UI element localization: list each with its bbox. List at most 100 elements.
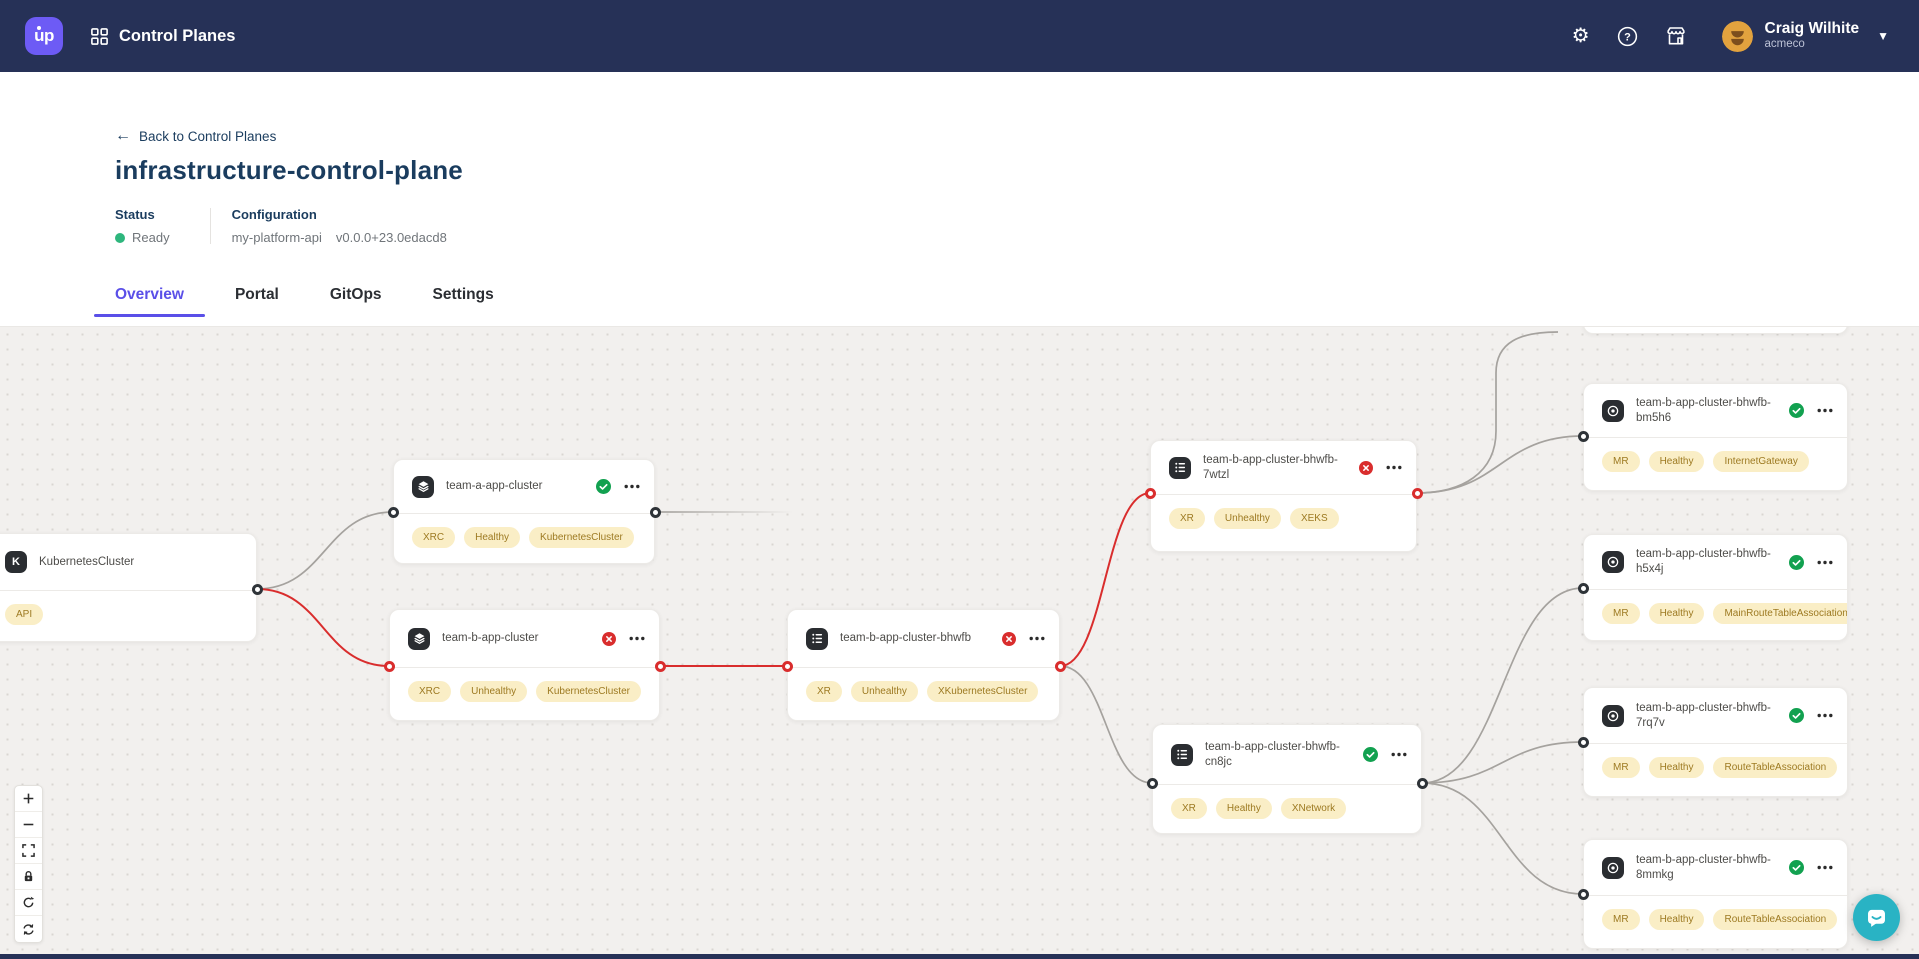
edge-team-b-app-cluster-bhwfb-7wtzl-to-team-b-app-cluster-bhwfb-bm5h6	[1416, 435, 1584, 494]
back-link[interactable]: ← Back to Control Planes	[115, 128, 276, 144]
node-title: team-b-app-cluster-bhwfb-bm5h6	[1636, 396, 1771, 424]
nav-right: ⚙ ? Craig Wilhite	[1571, 20, 1889, 52]
zoom-out-button[interactable]	[15, 812, 42, 838]
managed-icon	[1602, 551, 1624, 573]
node-menu-button[interactable]	[1391, 752, 1407, 757]
node-title: team-b-app-cluster-bhwfb-7rq7v	[1636, 701, 1771, 729]
tab-portal[interactable]: Portal	[234, 286, 279, 303]
node-title: team-a-app-cluster	[446, 480, 543, 493]
node-menu-button[interactable]	[1817, 713, 1833, 718]
tab-gitops[interactable]: GitOps	[329, 286, 382, 303]
svg-text:?: ?	[1624, 31, 1631, 43]
node-title: team-b-app-cluster-bhwfb-8mmkg	[1636, 853, 1771, 881]
node-badge: MR	[1602, 909, 1640, 930]
help-icon[interactable]: ?	[1617, 26, 1638, 47]
node-badge: XEKS	[1289, 508, 1339, 529]
node-menu-button[interactable]	[624, 484, 640, 489]
avatar	[1721, 20, 1753, 52]
page-title-nav: Control Planes	[119, 26, 236, 45]
node-menu-button[interactable]	[1817, 865, 1833, 870]
composite-icon	[1169, 456, 1191, 479]
right-connection-handle	[1416, 777, 1428, 789]
user-menu[interactable]: Craig Wilhite acmeco ▼	[1721, 20, 1889, 52]
edge-kubernetescluster-to-team-a-app-cluster	[256, 511, 394, 590]
settings-gear-icon[interactable]: ⚙	[1571, 25, 1590, 47]
user-org: acmeco	[1764, 38, 1805, 51]
right-connection-handle	[251, 583, 263, 595]
configuration-name: my-platform-api	[231, 230, 322, 245]
node-menu-button[interactable]	[1817, 408, 1833, 413]
chat-launcher-button[interactable]	[1853, 894, 1900, 941]
node-menu-button[interactable]	[1386, 465, 1402, 470]
node-title-row: team-b-app-cluster-bhwfb-bm5h6	[1584, 384, 1847, 437]
left-connection-handle	[1577, 736, 1589, 748]
node-badge: XR	[1171, 798, 1207, 819]
node-badge: MR	[1602, 451, 1640, 472]
node-badge: RouteTableAssociation	[1713, 909, 1838, 930]
meta-row: Status Ready Configuration my-platform-a…	[115, 208, 1919, 244]
healthy-status-icon	[1789, 708, 1804, 723]
node-badge: API	[5, 604, 44, 625]
sync-button[interactable]	[15, 916, 42, 942]
node-title-row: team-b-app-cluster-bhwfb-cn8jc	[1153, 725, 1421, 784]
configuration-block: Configuration my-platform-api v0.0.0+23.…	[232, 208, 447, 244]
left-connection-handle	[781, 660, 793, 672]
page-header: ← Back to Control Planes infrastructure-…	[0, 72, 1919, 244]
lock-button[interactable]	[15, 864, 42, 890]
node-menu-button[interactable]	[629, 636, 645, 641]
node-badge: XR	[806, 681, 842, 702]
node-title: team-b-app-cluster-bhwfb	[840, 632, 972, 645]
healthy-status-icon	[1789, 554, 1804, 570]
edge-team-b-app-cluster-bhwfb-cn8jc-to-team-b-app-cluster-bhwfb-7rq7v	[1421, 741, 1584, 784]
node-badge: MainRouteTableAssociation	[1713, 603, 1847, 624]
healthy-status-icon	[1363, 747, 1378, 762]
zoom-in-button[interactable]	[15, 786, 42, 812]
status-block: Status Ready	[115, 208, 170, 244]
left-connection-handle	[1577, 888, 1589, 900]
layers-icon	[408, 627, 430, 650]
back-arrow-icon: ←	[115, 127, 131, 144]
nav-title-group: Control Planes	[91, 27, 235, 46]
kubernetes-icon: K	[5, 551, 27, 573]
node-badge: Healthy	[1648, 909, 1705, 930]
node-badge: MR	[1602, 757, 1640, 778]
tab-settings[interactable]: Settings	[432, 286, 494, 303]
upbound-logo[interactable]: up	[25, 17, 63, 55]
fit-view-button[interactable]	[15, 838, 42, 864]
left-connection-handle	[383, 660, 395, 672]
node-menu-button[interactable]	[1029, 636, 1045, 641]
node-title: team-b-app-cluster-bhwfb-h5x4j	[1636, 548, 1771, 575]
resource-node-offscreen-node[interactable]	[1583, 327, 1848, 334]
rotate-button[interactable]	[15, 890, 42, 916]
edge-team-b-app-cluster-bhwfb-cn8jc-to-team-b-app-cluster-bhwfb-h5x4j	[1421, 587, 1584, 784]
status-value: Ready	[132, 230, 170, 245]
node-badge: Unhealthy	[1213, 508, 1281, 529]
node-badge: RouteTableAssociation	[1713, 757, 1838, 778]
unhealthy-status-icon	[1002, 631, 1016, 646]
node-menu-button[interactable]	[1817, 560, 1833, 565]
node-badge: Unhealthy	[460, 681, 528, 702]
tab-overview[interactable]: Overview	[94, 276, 205, 317]
layers-icon	[412, 475, 434, 498]
grid-icon[interactable]	[91, 27, 108, 45]
graph-controls	[14, 785, 43, 943]
node-badge: XNetwork	[1280, 798, 1347, 819]
composite-icon	[1171, 743, 1193, 766]
healthy-status-icon	[1789, 403, 1804, 418]
marketplace-store-icon[interactable]	[1665, 25, 1687, 47]
